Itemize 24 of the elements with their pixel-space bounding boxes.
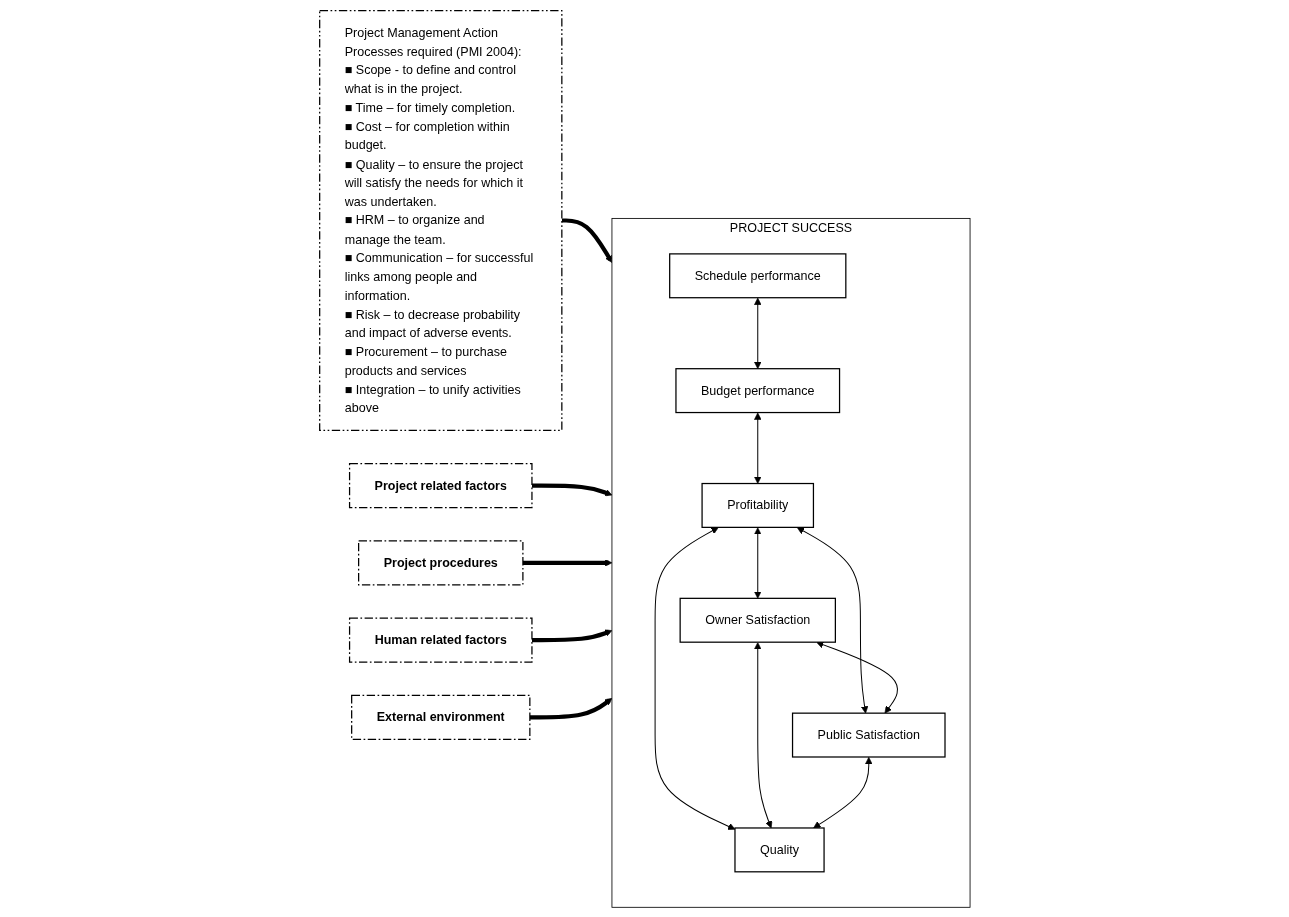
- node-box: Project Management Action Processes required (PMI 2004): ■ Scope - to define and control what is in the project. ■ Time – for timely completion. ■ Cost – for completion within budget. ■ Quality – to ensure the project will satisfy the needs for which it was undertaken. ■ HRM – to organize and manage the team. ■ Communication – for successful links among people and information. ■ Risk – to decrease probability and impact of adverse events. ■ Procurement – to purchase products and services ■ Integration – to unify activities above: [318, 9, 563, 431]
- arrow: [753, 526, 762, 599]
- node-box: Schedule performance: [668, 252, 847, 298]
- arrow: [561, 217, 612, 263]
- node-box: Project related factors: [348, 462, 533, 508]
- node-box: Profitability: [701, 482, 814, 528]
- arrow: [522, 558, 612, 566]
- node-box: External environment: [350, 694, 531, 740]
- arrow: [796, 526, 868, 713]
- node-box: Budget performance: [674, 367, 840, 413]
- node-box: Public Satisfaction: [791, 712, 946, 758]
- arrow: [753, 412, 762, 484]
- arrow: [529, 697, 612, 719]
- node-box: Quality: [733, 826, 825, 872]
- arrow: [531, 629, 612, 642]
- arrow: [815, 640, 898, 713]
- node-box: Human related factors: [348, 617, 533, 663]
- arrow: [531, 483, 612, 496]
- node-box: Project procedures: [357, 539, 524, 585]
- arrow: [753, 297, 762, 369]
- arrow: [753, 641, 772, 828]
- arrow: [654, 526, 735, 830]
- node-box: Owner Satisfaction: [679, 597, 836, 643]
- arrow: [812, 756, 873, 828]
